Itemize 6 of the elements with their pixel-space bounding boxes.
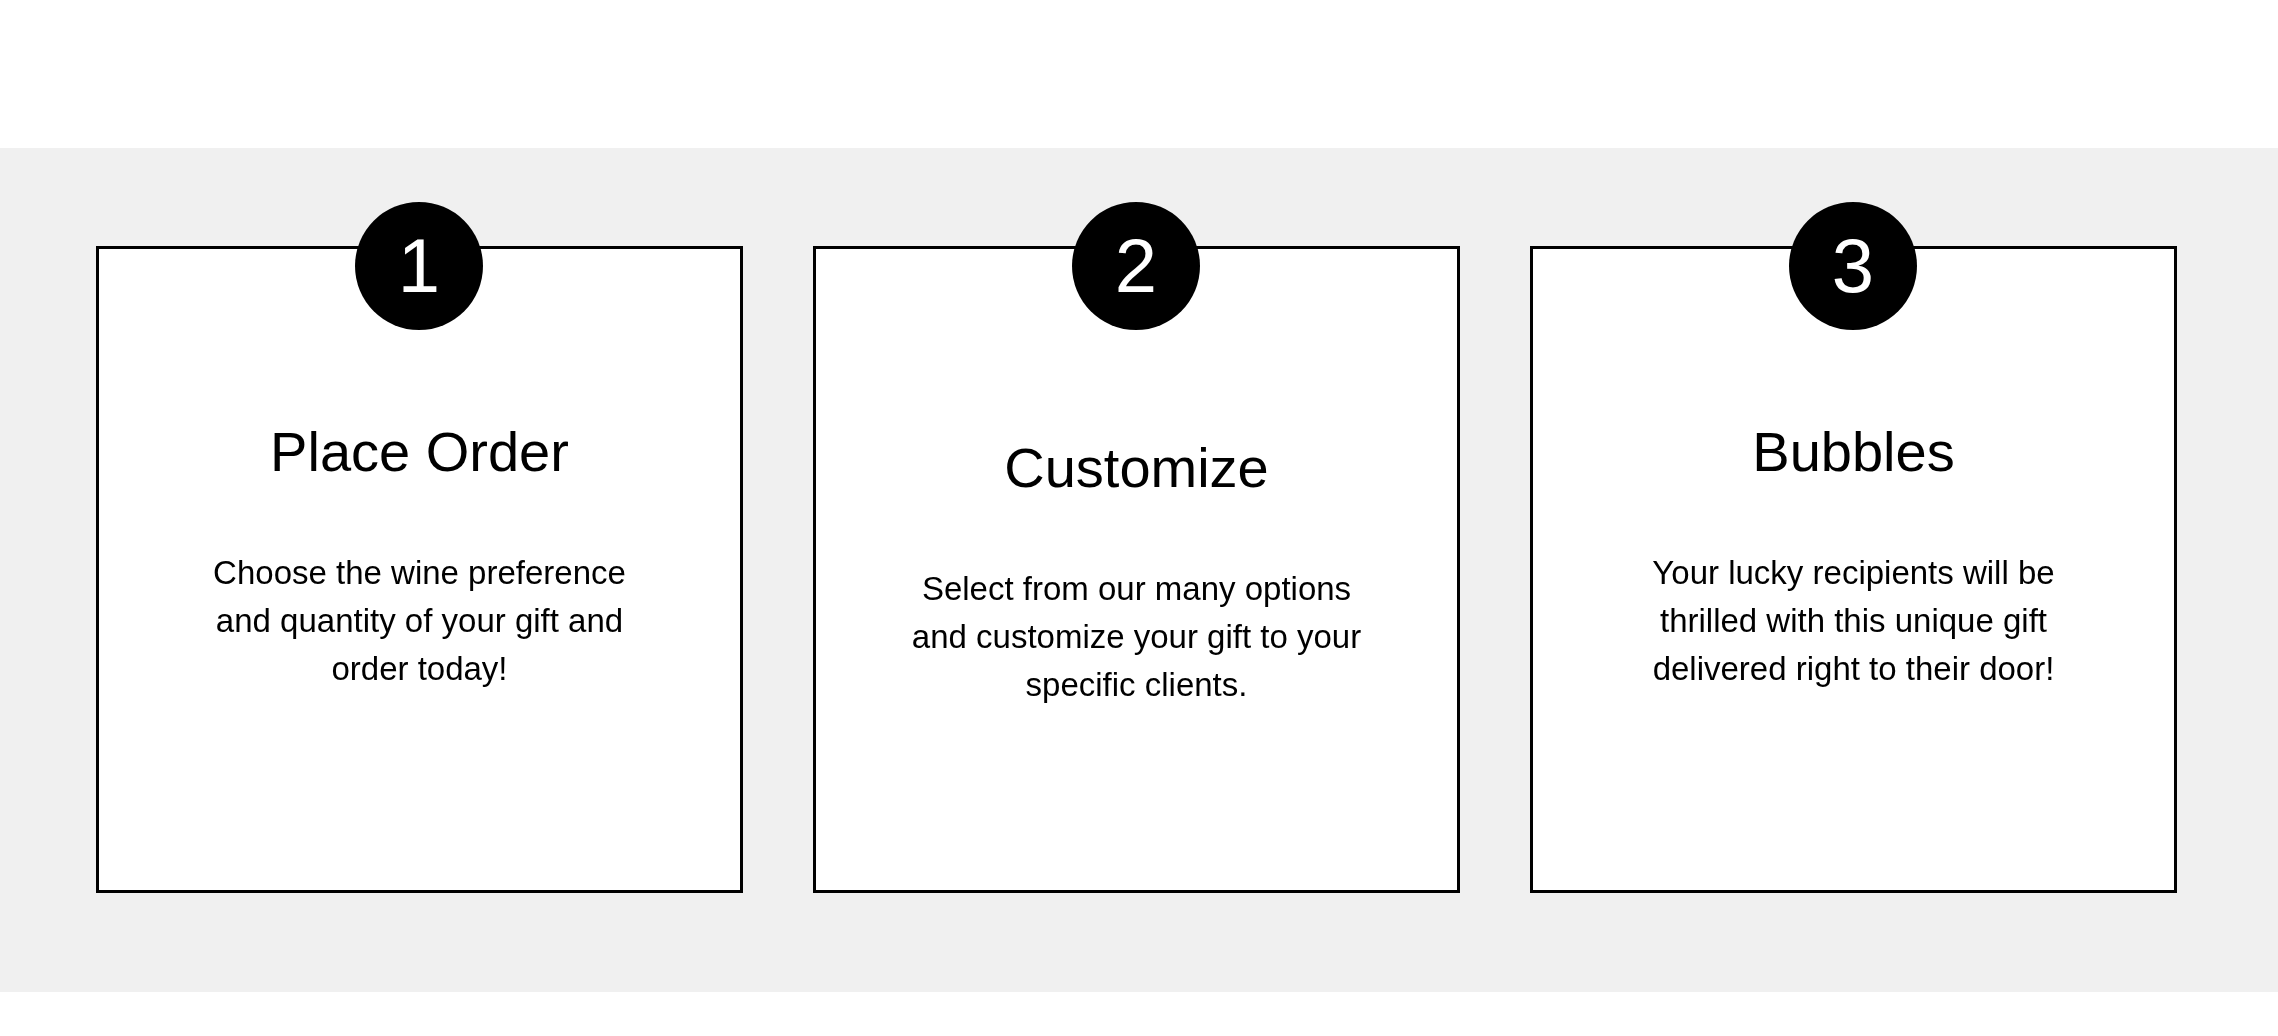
step-heading: Bubbles: [1752, 419, 1955, 484]
step-description: Your lucky recipients will be thrilled with this unique gift delivered right to their door!: [1651, 553, 2056, 689]
step-description: Choose the wine preference and quantity of your gift and order today!: [212, 553, 627, 689]
step-heading: Customize: [1004, 435, 1269, 500]
step-heading: Place Order: [270, 419, 569, 484]
step-description: Select from our many options and customize your gift to your specific clients.: [910, 569, 1363, 705]
